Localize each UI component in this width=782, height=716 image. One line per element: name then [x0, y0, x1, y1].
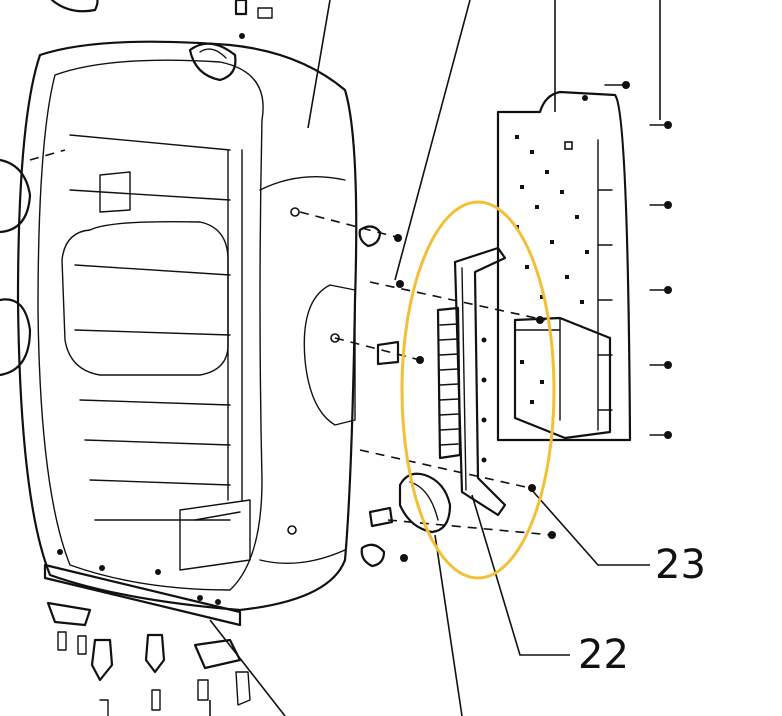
side-screws — [358, 225, 556, 568]
leader-lines — [209, 0, 661, 716]
housing — [0, 0, 358, 627]
callout-22: 22 — [578, 632, 629, 678]
leader-23 — [529, 487, 650, 566]
pcb-components — [515, 135, 589, 404]
leader-22 — [471, 494, 570, 656]
pcb-board — [496, 81, 672, 442]
bottom-fasteners — [46, 549, 251, 716]
top-screw — [234, 0, 273, 39]
callout-23: 23 — [655, 542, 706, 588]
highlight-ellipse — [400, 200, 556, 580]
assembly-lines — [29, 149, 553, 536]
